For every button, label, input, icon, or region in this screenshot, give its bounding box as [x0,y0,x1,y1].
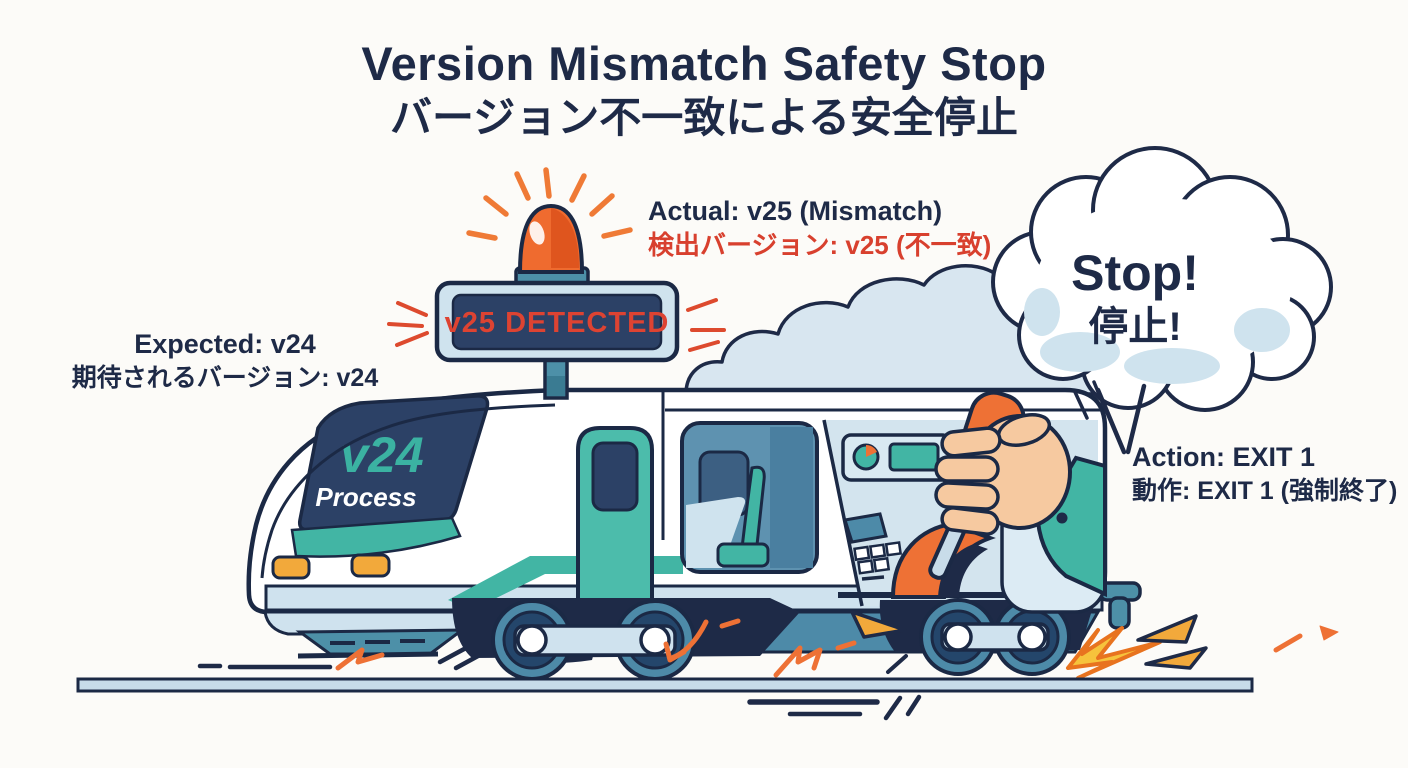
track [76,663,1254,721]
sign-text: v25 DETECTED [445,307,670,339]
wheel-icon [919,598,1071,676]
bubble-shading [1024,288,1290,384]
bubble-text-ja: 停止! [1088,305,1181,349]
warning-sign: v25 DETECTED [387,167,726,400]
beacon-rays-icon [466,167,633,241]
bubble-tail-icon [1073,380,1147,455]
train-windshield: v24 Process [260,394,556,579]
action-en: Action: EXIT 1 [1132,442,1316,472]
speed-lines-icon [197,663,922,721]
sparks-icon [335,610,1339,680]
speech-bubble: Stop! 停止! [991,146,1333,455]
actual-version-en: Actual: v25 (Mismatch) [648,196,943,226]
actual-version-label: Actual: v25 (Mismatch) 検出バージョン: v25 (不一致… [648,194,991,262]
title-en: Version Mismatch Safety Stop [361,37,1047,90]
expected-version-ja: 期待されるバージョン: v24 [71,363,379,392]
action-ja: 動作: EXIT 1 (強制終了) [1132,476,1398,505]
windshield-version-text: v24 [340,427,423,483]
hand-icon [934,413,1072,536]
button-grid-icon [853,541,903,575]
title-ja: バージョン不一致による安全停止 [390,93,1018,141]
action-label: Action: EXIT 1 動作: EXIT 1 (強制終了) [1132,440,1397,507]
sleeve-cuff [1035,455,1107,598]
headlight-icon [350,553,391,578]
button-pad-icon [843,512,888,544]
page-title: Version Mismatch Safety Stop バージョン不一致による… [0,37,1408,141]
screen-icon [888,442,940,472]
expected-version-label: Expected: v24 期待されるバージョン: v24 [58,327,392,394]
expected-version-en: Expected: v24 [134,329,316,359]
train-door [576,426,654,610]
headlight-icon [271,555,311,580]
sign-emphasis-icon [387,298,726,352]
actual-version-ja: 検出バージョン: v25 (不一致) [648,229,992,260]
train-window-interior [680,421,819,574]
windshield-caption-text: Process [315,482,416,512]
bubble-text-en: Stop! [1071,245,1199,301]
emergency-brake-lever [890,390,1107,614]
